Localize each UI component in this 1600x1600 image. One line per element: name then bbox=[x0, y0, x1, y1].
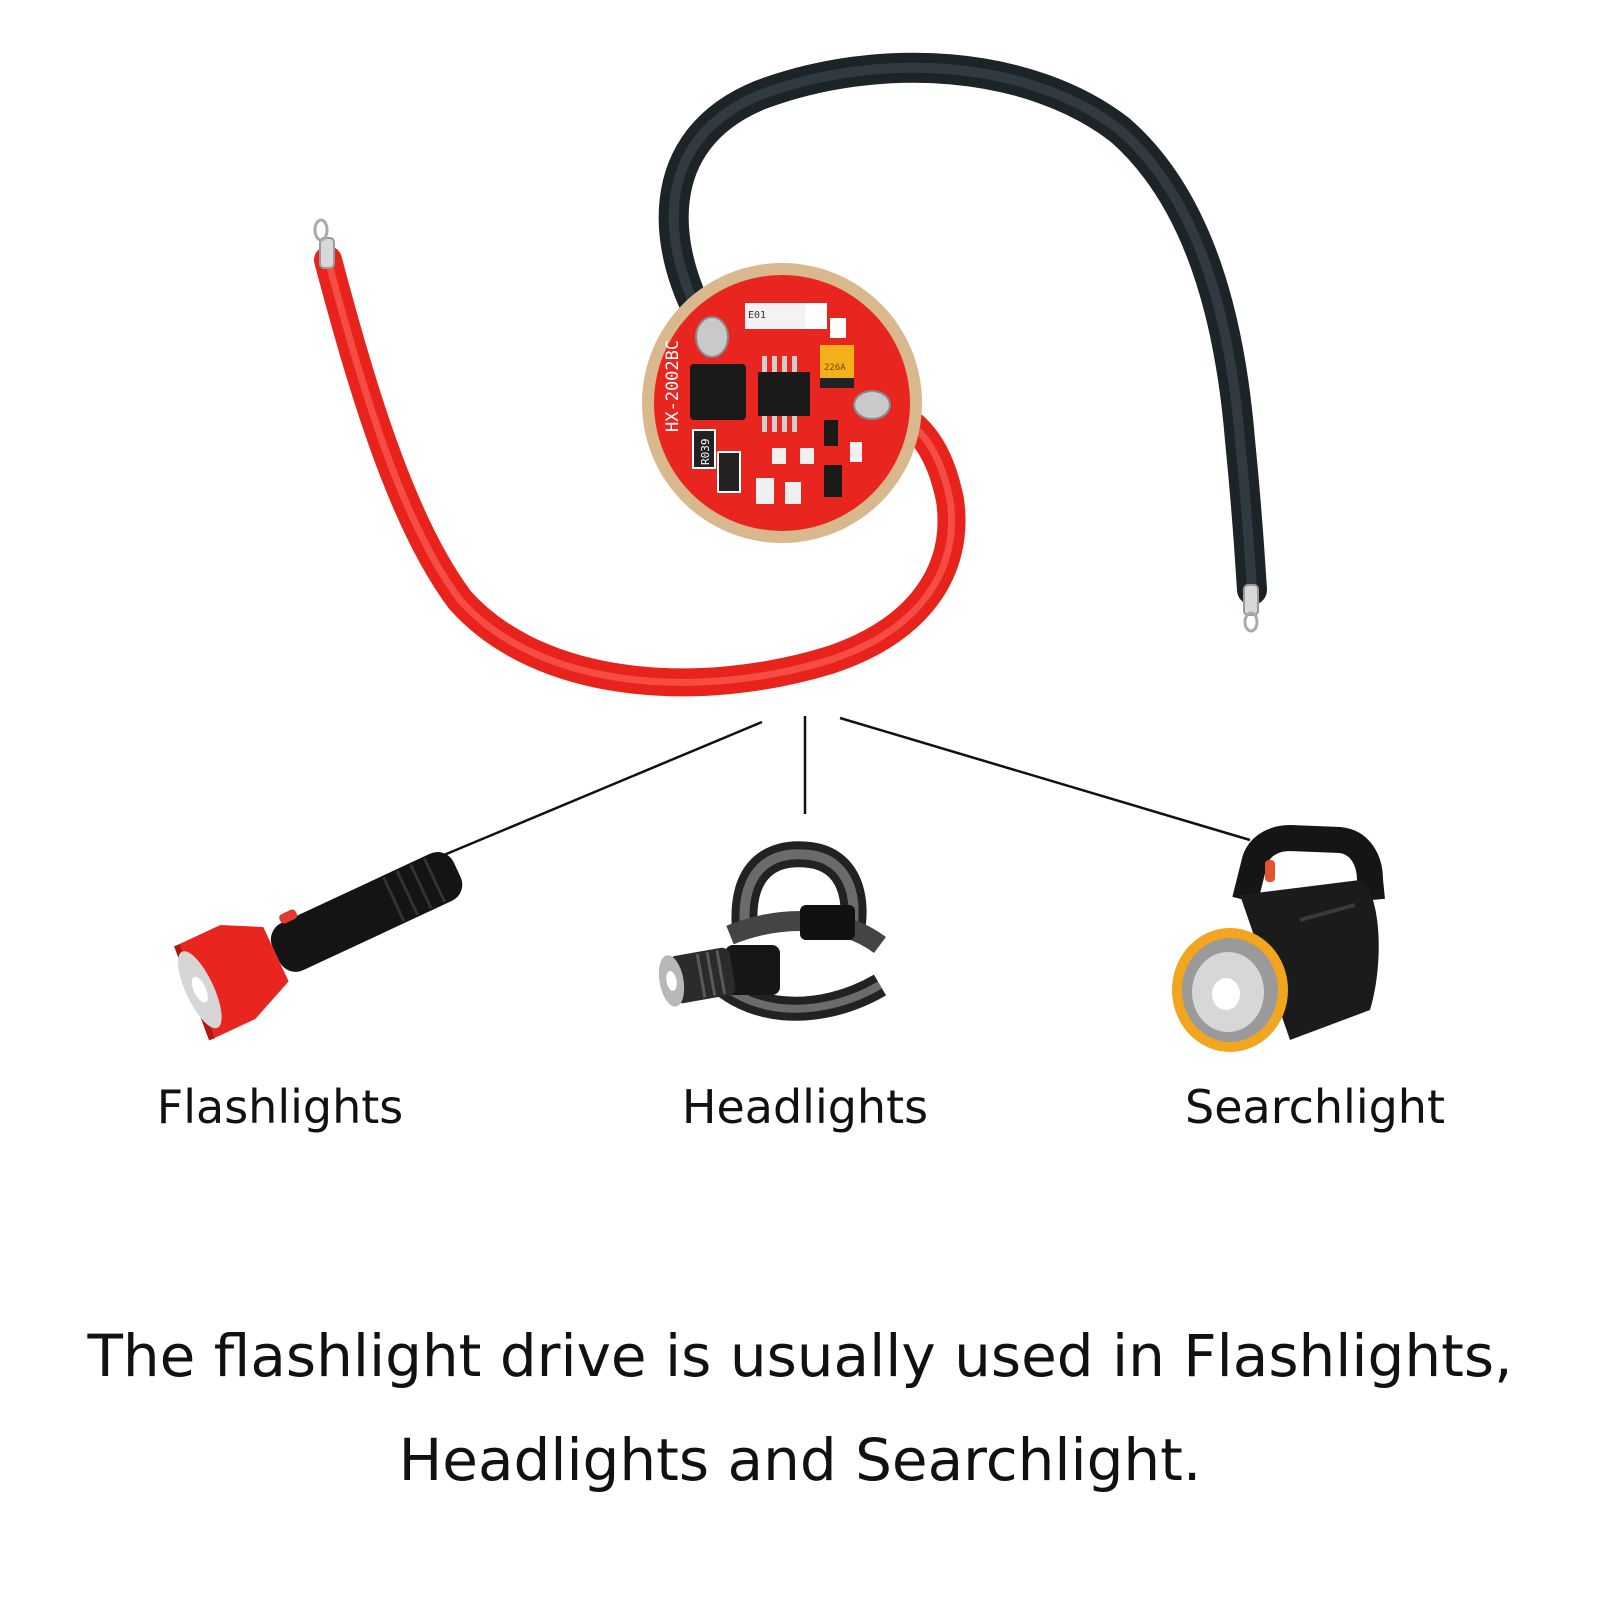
cap-code: 226A bbox=[824, 363, 846, 373]
searchlight-icon bbox=[1172, 825, 1385, 1052]
caption-line-2: Headlights and Searchlight. bbox=[398, 1426, 1202, 1494]
board-code: HX-2002BC bbox=[663, 340, 683, 432]
label-headlights: Headlights bbox=[681, 1080, 929, 1134]
small-code: E01 bbox=[748, 310, 766, 321]
label-flashlights: Flashlights bbox=[156, 1080, 404, 1134]
flashlight-icon bbox=[174, 852, 463, 1041]
resistor-code: R039 bbox=[699, 439, 712, 466]
black-wire bbox=[658, 52, 1267, 633]
connector-lines bbox=[431, 716, 1251, 862]
caption-line-1: The flashlight drive is usually used in … bbox=[87, 1322, 1513, 1390]
red-wire bbox=[313, 218, 966, 697]
label-searchlight: Searchlight bbox=[1185, 1080, 1445, 1134]
headlamp-icon bbox=[658, 841, 887, 1021]
driver-pcb: HX-2002BC R039 E01 226A bbox=[642, 263, 922, 543]
